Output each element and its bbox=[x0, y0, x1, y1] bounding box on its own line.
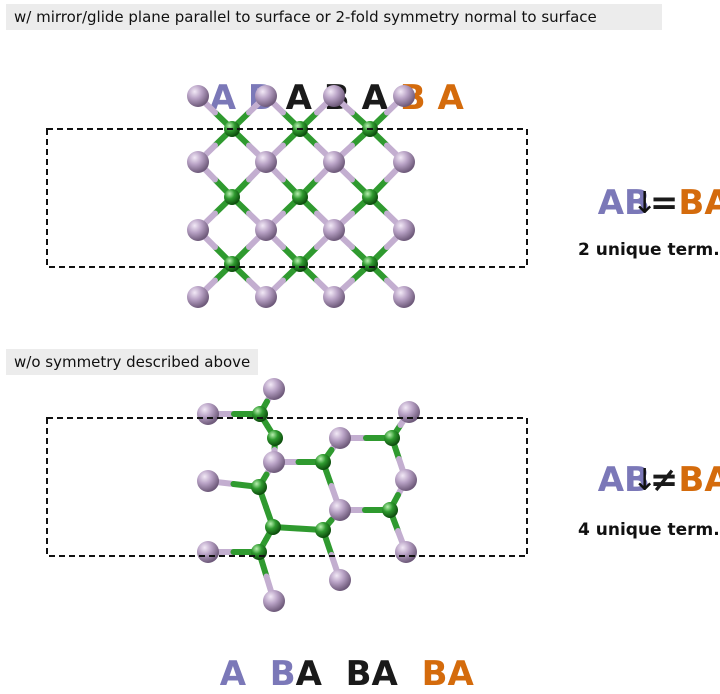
bottom-seq-2: A bbox=[295, 654, 322, 694]
purple-atom bbox=[393, 286, 415, 308]
purple-atom bbox=[393, 151, 415, 173]
top-seq-6: A bbox=[437, 78, 464, 118]
top-caption: w/ mirror/glide plane parallel to surfac… bbox=[6, 4, 662, 30]
bottom-seq-0: A bbox=[219, 654, 247, 694]
top-relation: AB=BA bbox=[574, 143, 720, 223]
green-atom bbox=[315, 522, 331, 538]
bottom-caption: w/o symmetry described above bbox=[6, 349, 259, 375]
purple-atom bbox=[255, 219, 277, 241]
green-atom bbox=[251, 479, 267, 495]
purple-atom bbox=[187, 219, 209, 241]
green-atom bbox=[251, 544, 267, 560]
purple-atom bbox=[329, 427, 351, 449]
top-atoms bbox=[187, 85, 415, 308]
bottom-atoms bbox=[197, 378, 420, 612]
bottom-slab-box bbox=[46, 417, 528, 557]
bottom-arrow: ↓ bbox=[632, 463, 658, 498]
top-relation-left: AB bbox=[597, 183, 650, 223]
green-atom bbox=[315, 454, 331, 470]
green-atom bbox=[384, 430, 400, 446]
purple-atom bbox=[395, 469, 417, 491]
purple-atom bbox=[393, 219, 415, 241]
green-atom bbox=[224, 256, 240, 272]
bottom-relation-left: AB bbox=[597, 460, 650, 500]
purple-atom bbox=[329, 499, 351, 521]
bottom-relation-symbol: ≠ bbox=[649, 460, 679, 500]
bottom-seq-3: BA bbox=[345, 654, 398, 694]
top-relation-symbol: = bbox=[649, 183, 679, 223]
green-atom bbox=[362, 256, 378, 272]
green-atom bbox=[224, 189, 240, 205]
purple-atom bbox=[323, 85, 345, 107]
purple-atom bbox=[255, 151, 277, 173]
green-atom bbox=[382, 502, 398, 518]
top-seq-4: A bbox=[361, 78, 388, 118]
top-arrow: ↓ bbox=[632, 186, 658, 221]
purple-atom bbox=[263, 590, 285, 612]
bottom-seq-4: BA bbox=[421, 654, 474, 694]
top-sequence: A B A B A B A bbox=[186, 38, 464, 118]
purple-atom bbox=[323, 286, 345, 308]
top-result: 2 unique term. bbox=[578, 240, 720, 260]
purple-atom bbox=[197, 403, 219, 425]
bottom-seq-1: B bbox=[269, 654, 296, 694]
purple-atom bbox=[329, 569, 351, 591]
purple-atom bbox=[323, 219, 345, 241]
top-seq-2: A bbox=[285, 78, 312, 118]
purple-atom bbox=[393, 85, 415, 107]
purple-atom bbox=[187, 85, 209, 107]
purple-atom bbox=[263, 378, 285, 400]
bottom-result: 4 unique term. bbox=[578, 520, 720, 540]
purple-atom bbox=[197, 470, 219, 492]
green-atom bbox=[362, 189, 378, 205]
purple-atom bbox=[323, 151, 345, 173]
purple-atom bbox=[187, 151, 209, 173]
purple-atom bbox=[187, 286, 209, 308]
purple-atom bbox=[255, 286, 277, 308]
purple-atom bbox=[398, 401, 420, 423]
structure-diagrams bbox=[46, 85, 528, 612]
top-relation-right: BA bbox=[678, 183, 720, 223]
green-atom bbox=[265, 519, 281, 535]
bottom-bonds bbox=[205, 386, 412, 604]
purple-atom bbox=[263, 451, 285, 473]
bottom-relation: AB≠BA bbox=[574, 420, 720, 500]
green-atom bbox=[252, 406, 268, 422]
bottom-relation-right: BA bbox=[678, 460, 720, 500]
purple-atom bbox=[395, 541, 417, 563]
top-slab-box bbox=[46, 128, 528, 268]
purple-atom bbox=[255, 85, 277, 107]
green-atom bbox=[292, 256, 308, 272]
purple-atom bbox=[197, 541, 219, 563]
green-atom bbox=[267, 430, 283, 446]
green-atom bbox=[292, 189, 308, 205]
